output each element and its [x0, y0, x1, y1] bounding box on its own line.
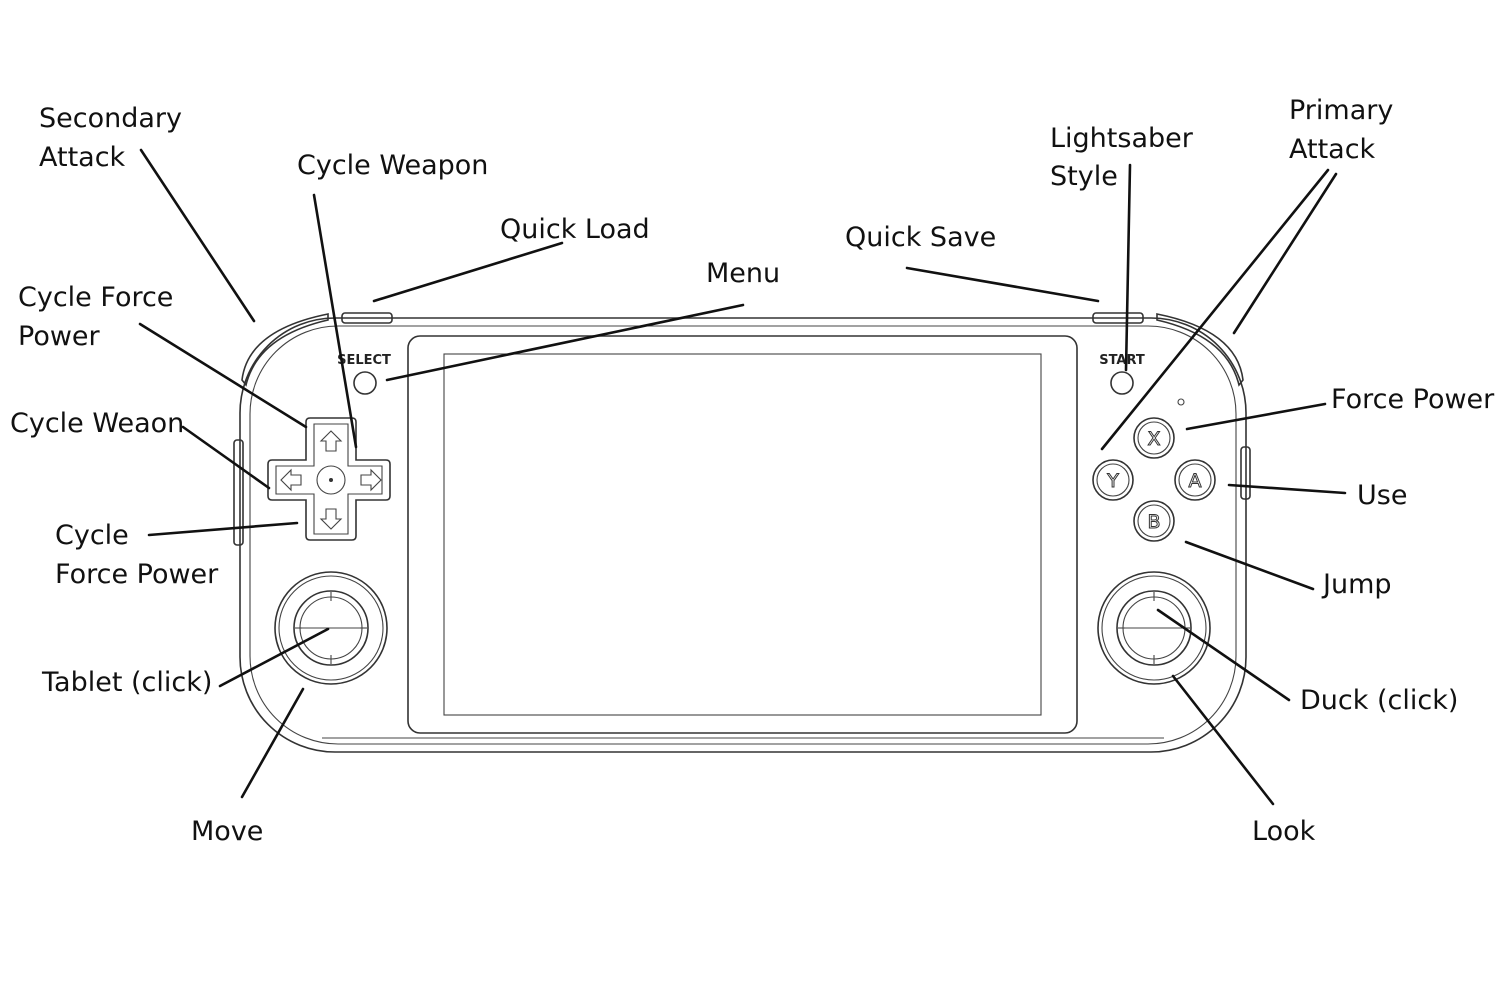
- label-use: Use: [1357, 480, 1407, 511]
- screen-bezel: [407, 335, 1078, 734]
- label-jump: Jump: [1321, 569, 1392, 600]
- status-led: [1177, 398, 1185, 406]
- leader-force-power: [1185, 402, 1327, 431]
- d-pad-down-arrow-icon: [319, 508, 343, 530]
- right-analog-stick: [1097, 571, 1211, 685]
- screen-display: [443, 353, 1042, 716]
- d-pad-up-arrow-icon: [319, 430, 343, 452]
- label-lightsaber-style-line1: Lightsaber: [1050, 123, 1194, 154]
- label-quick-save: Quick Save: [845, 222, 996, 253]
- start-label: START: [1099, 353, 1145, 368]
- leader-quick-load: [372, 241, 564, 303]
- label-menu: Menu: [706, 258, 780, 289]
- label-cycle-force-power-bottom-line2: Force Power: [55, 559, 219, 590]
- leader-duck-click: [1156, 608, 1291, 702]
- leader-menu: [385, 303, 745, 382]
- label-cycle-weapon-top: Cycle Weapon: [297, 150, 488, 181]
- leader-use: [1227, 483, 1347, 495]
- leader-primary-attack-2: [1232, 172, 1338, 335]
- right-trigger: [1156, 313, 1244, 387]
- x-button-letter: X: [1147, 428, 1160, 450]
- label-secondary-attack-line1: Secondary: [39, 103, 182, 134]
- label-cycle-force-power-top-line2: Power: [18, 321, 101, 352]
- label-primary-attack-line1: Primary: [1289, 95, 1393, 126]
- d-pad: [267, 417, 391, 541]
- leader-lines: [138, 148, 1347, 806]
- b-button-letter: B: [1147, 511, 1160, 533]
- leader-primary-attack-1: [1100, 168, 1330, 451]
- select-label: SELECT: [337, 353, 391, 368]
- left-side-button: [233, 439, 244, 546]
- label-cycle-force-power-top-line1: Cycle Force: [18, 282, 173, 313]
- label-cycle-force-power-bottom-line1: Cycle: [55, 520, 129, 551]
- console-shell-inner: [249, 325, 1237, 745]
- leader-lightsaber-style: [1124, 163, 1132, 372]
- leader-look: [1171, 674, 1275, 806]
- leader-tablet-click: [218, 627, 330, 688]
- y-button: [1092, 459, 1134, 501]
- leader-secondary-attack: [139, 148, 256, 323]
- label-lightsaber-style-line2: Style: [1050, 161, 1118, 192]
- label-move: Move: [191, 816, 263, 847]
- d-pad-right-arrow-icon: [360, 468, 382, 492]
- leader-quick-save: [905, 266, 1100, 303]
- label-duck-click: Duck (click): [1300, 685, 1458, 716]
- console-shell-outer: [239, 317, 1247, 753]
- left-trigger: [241, 313, 329, 387]
- leader-cycle-weapon-top: [312, 193, 358, 449]
- label-primary-attack-line2: Attack: [1289, 134, 1376, 165]
- label-secondary-attack-line2: Attack: [39, 142, 126, 173]
- leader-cycle-weapon-left: [181, 425, 271, 490]
- left-analog-stick: [274, 571, 388, 685]
- x-button: [1133, 417, 1175, 459]
- label-quick-load: Quick Load: [500, 214, 650, 245]
- handheld-console: SELECT START X Y A: [233, 312, 1251, 753]
- y-button-letter: Y: [1106, 470, 1119, 492]
- a-button: [1174, 459, 1216, 501]
- callout-labels: Secondary Attack Cycle Weapon Quick Load…: [10, 95, 1495, 847]
- label-cycle-weapon-left: Cycle Weaon: [10, 408, 184, 439]
- b-button: [1133, 500, 1175, 542]
- leader-jump: [1184, 540, 1315, 591]
- face-buttons: X Y A B: [1092, 417, 1216, 542]
- select-button: [353, 371, 377, 395]
- label-force-power: Force Power: [1331, 384, 1495, 415]
- leader-cycle-force-power-top: [138, 322, 308, 429]
- d-pad-left-arrow-icon: [280, 468, 302, 492]
- leader-move: [240, 687, 305, 799]
- leader-cycle-force-power-bottom: [147, 521, 299, 537]
- a-button-letter: A: [1189, 470, 1202, 492]
- label-tablet-click: Tablet (click): [41, 667, 212, 698]
- label-look: Look: [1252, 816, 1316, 847]
- start-button: [1110, 371, 1134, 395]
